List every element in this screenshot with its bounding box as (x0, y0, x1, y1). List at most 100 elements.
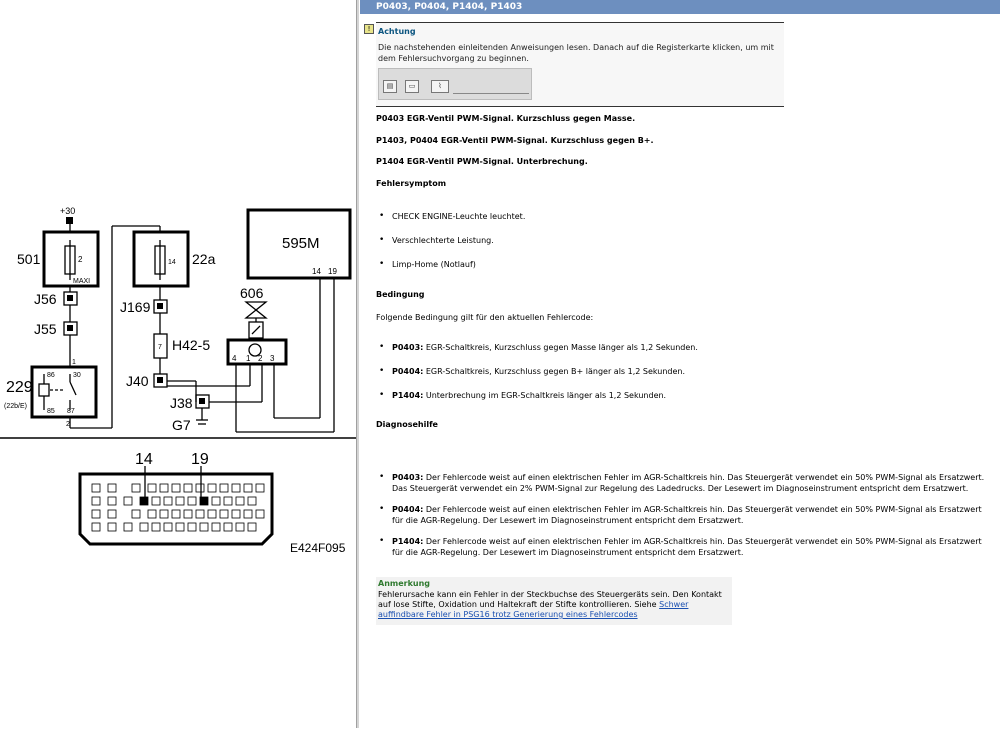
connector-pin (255, 483, 265, 493)
connector-pin-14-label: 14 (135, 451, 153, 468)
fuse-501-label: 501 (17, 251, 41, 267)
j40-label: J40 (126, 373, 149, 389)
pane-splitter[interactable] (356, 0, 359, 728)
code-p1403: P1403, P0404 EGR-Ventil PWM-Signal. Kurz… (376, 136, 654, 145)
list-item: P0403: EGR-Schaltkreis, Kurzschluss gege… (376, 342, 784, 353)
note-text: Fehlerursache kann ein Fehler in der Ste… (378, 590, 730, 620)
connector-pin (243, 509, 253, 519)
connector-pin (139, 496, 149, 506)
connector-pin (195, 483, 205, 493)
fuse-22a-label: 22a (192, 251, 216, 267)
warning-icon: ! (364, 24, 374, 34)
fuse-501-rating: MAXI (73, 278, 90, 285)
fuse-22a-pin: 14 (168, 259, 176, 266)
fuse-box-22a (132, 230, 190, 288)
tab-info-icon[interactable]: ▤ (383, 80, 397, 93)
connector-pin (223, 522, 233, 532)
list-item: P0404: EGR-Schaltkreis, Kurzschluss gege… (376, 366, 784, 377)
connector-pin (187, 522, 197, 532)
note-body: Fehlerursache kann ein Fehler in der Ste… (378, 590, 722, 609)
connector-pin (183, 483, 193, 493)
wiring-diagram-pane: +30 501 2 MAXI J56 J55 229 (22b/E) 86 30… (0, 0, 356, 728)
h42-label: H42-5 (172, 337, 210, 353)
connector-pin (131, 483, 141, 493)
relay-sub-label: (22b/E) (4, 403, 27, 410)
note-title: Anmerkung (378, 579, 431, 588)
item-text: EGR-Schaltkreis, Kurzschluss gegen Masse… (423, 343, 698, 352)
ecu-label: 595M (282, 235, 320, 252)
connector-pin (235, 522, 245, 532)
connector-pin (199, 496, 209, 506)
figure-id: E424F095 (290, 541, 346, 555)
tab-document-icon[interactable]: ▭ (405, 80, 419, 93)
connector-pin (235, 496, 245, 506)
connector-pin (147, 483, 157, 493)
code-p0403: P0403 EGR-Ventil PWM-Signal. Kurzschluss… (376, 114, 636, 123)
j55-label: J55 (34, 321, 57, 337)
ecu-connector (78, 472, 274, 546)
connector-pin (175, 522, 185, 532)
code-label: P0404: (392, 505, 424, 514)
wiring-diagram: +30 501 2 MAXI J56 J55 229 (22b/E) 86 30… (0, 206, 356, 555)
warning-title: Achtung (378, 27, 416, 36)
note-box: Anmerkung Fehlerursache kann ein Fehler … (376, 577, 732, 625)
connector-pin (107, 522, 117, 532)
fuse-501-pin: 2 (78, 255, 83, 264)
symptom-list: CHECK ENGINE-Leuchte leuchtet. Verschlec… (376, 211, 784, 270)
connector-pin (123, 496, 133, 506)
list-item: CHECK ENGINE-Leuchte leuchtet. (376, 211, 784, 222)
page-title: P0403, P0404, P1404, P1403 (360, 0, 1000, 14)
heading-fehlersymptom: Fehlersymptom (376, 179, 447, 188)
note-link-psg16[interactable]: auffindbare Fehler in PSG16 trotz Generi… (378, 610, 638, 619)
code-label: P0403: (392, 343, 424, 352)
item-text: Unterbrechung im EGR-Schaltkreis länger … (423, 391, 667, 400)
heading-bedingung: Bedingung (376, 290, 425, 299)
connector-pin (255, 509, 265, 519)
connector-pin (139, 522, 149, 532)
code-label: P1404: (392, 391, 424, 400)
connector-pin (107, 483, 117, 493)
condition-list: P0403: EGR-Schaltkreis, Kurzschluss gege… (376, 342, 784, 401)
code-label: P1404: (392, 537, 424, 546)
list-item: P1404: Der Fehlercode weist auf einen el… (376, 536, 988, 558)
connector-pin (107, 509, 117, 519)
connector-pin (211, 522, 221, 532)
tab-chart-icon[interactable]: ⌇ (431, 80, 449, 93)
connector-pin (223, 496, 233, 506)
code-label: P0404: (392, 367, 424, 376)
connector-pin (91, 496, 101, 506)
ecu-pin-14: 14 (312, 267, 321, 276)
relay-out-pin: 2 (66, 421, 70, 428)
warning-text: Die nachstehenden einleitenden Anweisung… (378, 43, 774, 63)
connector-pin (195, 509, 205, 519)
relay-229 (30, 365, 98, 419)
relay-pin-85: 85 (47, 408, 55, 415)
connector-pin (171, 483, 181, 493)
connector-pin-19-label: 19 (191, 451, 209, 468)
connector-pin (123, 522, 133, 532)
list-item: P1404: Unterbrechung im EGR-Schaltkreis … (376, 390, 784, 401)
item-text: Der Fehlercode weist auf einen elektrisc… (392, 537, 982, 557)
valve-label: 606 (240, 285, 264, 301)
connector-pin (207, 483, 217, 493)
connector-pin (163, 522, 173, 532)
warning-box: Achtung Die nachstehenden einleitenden A… (376, 22, 784, 107)
connector-pin (231, 483, 241, 493)
connector-pin (199, 522, 209, 532)
connector-pin (211, 496, 221, 506)
tab-underline (453, 93, 529, 94)
condition-intro: Folgende Bedingung gilt für den aktuelle… (376, 313, 594, 322)
connector-pin (163, 496, 173, 506)
j38-label: J38 (170, 395, 193, 411)
relay-pin-87: 87 (67, 408, 75, 415)
connector-pin (91, 509, 101, 519)
list-item: P0404: Der Fehlercode weist auf einen el… (376, 504, 988, 526)
fuse-box-501 (42, 230, 100, 288)
connector-pin (247, 496, 257, 506)
valve-pin-3: 3 (270, 354, 275, 363)
note-link-schwer[interactable]: Schwer (659, 600, 689, 609)
connector-pin (219, 509, 229, 519)
connector-pin (187, 496, 197, 506)
code-label: P0403: (392, 473, 424, 482)
connector-pin (183, 509, 193, 519)
